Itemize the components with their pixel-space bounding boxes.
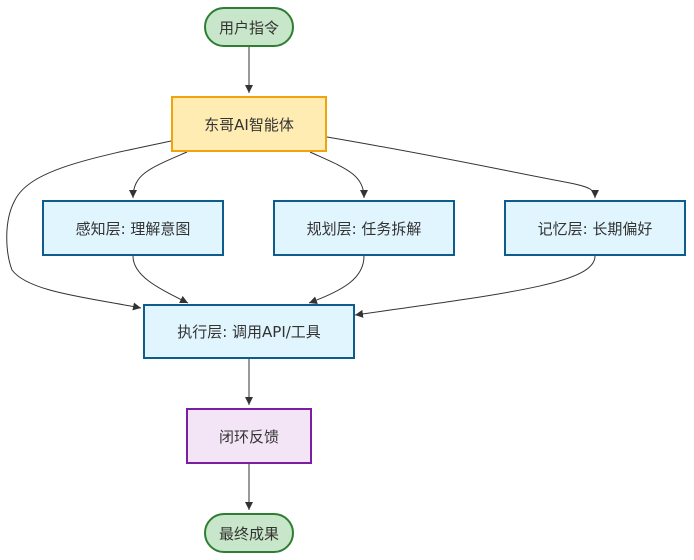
edge-agent-to-execution	[6, 140, 172, 311]
node-execution-label: 执行层: 调用API/工具	[177, 323, 321, 341]
edge-planning-to-execution	[308, 255, 365, 304]
edge-agent-to-memory	[326, 136, 599, 199]
edge-perception-to-execution	[132, 255, 189, 304]
edge-agent-to-perception	[129, 151, 188, 199]
node-agent-label: 东哥AI智能体	[204, 115, 294, 134]
edge-memory-to-execution	[354, 255, 596, 318]
node-feedback-label: 闭环反馈	[218, 427, 279, 446]
node-agent: 东哥AI智能体	[171, 96, 327, 152]
node-feedback: 闭环反馈	[186, 408, 312, 464]
edge-agent-to-planning	[309, 151, 368, 199]
node-memory: 记忆层: 长期偏好	[504, 200, 686, 256]
node-result: 最终成果	[204, 513, 294, 553]
node-user-command-label: 用户指令	[218, 18, 279, 37]
node-execution: 执行层: 调用API/工具	[143, 304, 355, 359]
node-perception: 感知层: 理解意图	[42, 200, 224, 256]
node-memory-label: 记忆层: 长期偏好	[537, 219, 653, 238]
node-planning: 规划层: 任务拆解	[273, 200, 455, 256]
node-result-label: 最终成果	[218, 524, 279, 543]
node-user-command: 用户指令	[204, 7, 294, 47]
node-perception-label: 感知层: 理解意图	[75, 219, 191, 238]
node-planning-label: 规划层: 任务拆解	[306, 219, 422, 238]
